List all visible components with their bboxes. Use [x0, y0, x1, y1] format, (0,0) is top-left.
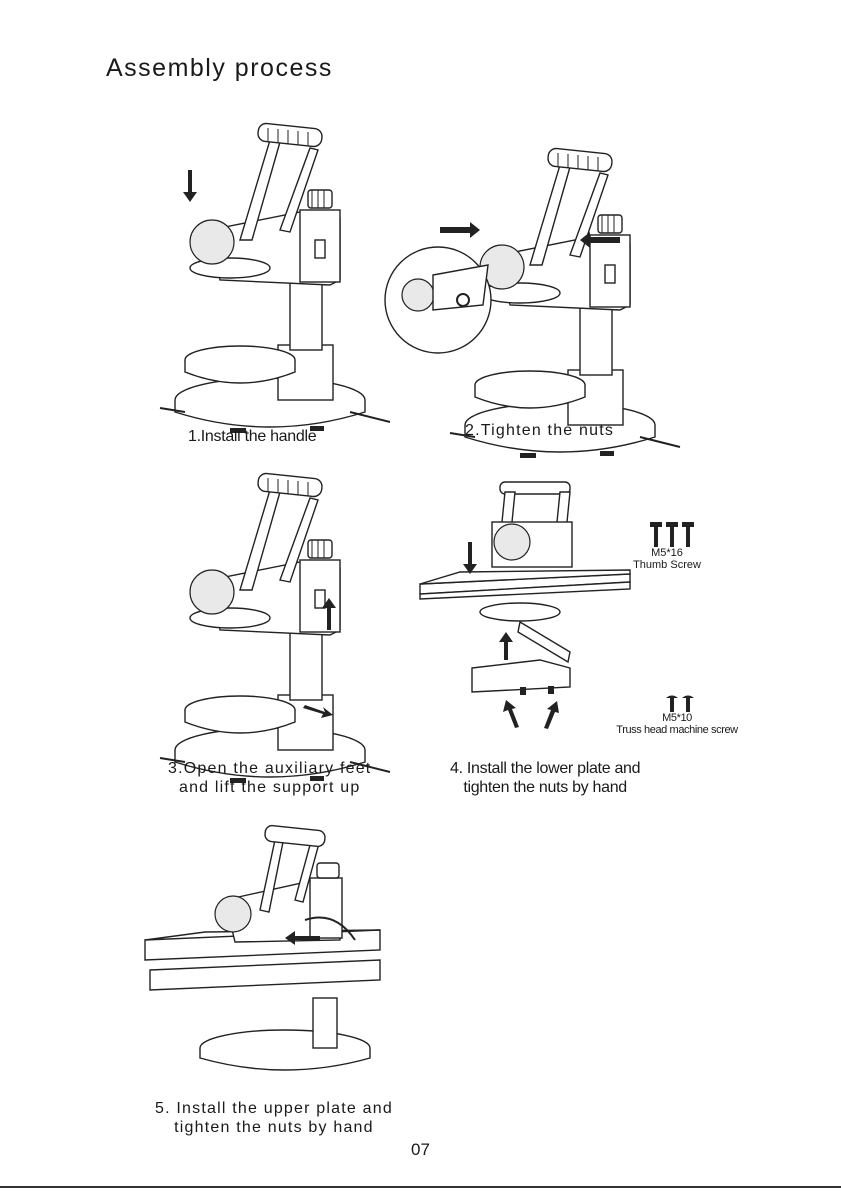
down-arrow-icon — [183, 170, 197, 202]
step-3-illustration — [190, 500, 390, 790]
thumb-screw-label: M5*16 Thumb Screw — [627, 547, 707, 571]
up-arrow-icon — [503, 700, 519, 728]
step-5-illustration — [145, 830, 385, 1070]
down-arrow-icon — [463, 542, 477, 574]
step-1-caption: 1.Install the handle — [188, 427, 316, 446]
page-title: Assembly process — [106, 54, 333, 83]
thumb-screw-icon — [650, 522, 700, 550]
up-arrow-icon — [499, 632, 513, 660]
step-1-illustration — [190, 150, 390, 440]
bottom-rule — [0, 1186, 841, 1188]
step-5-caption: 5. Install the upper plate and tighten t… — [155, 1099, 393, 1137]
zoom-detail-circle — [383, 245, 493, 355]
page-number: 07 — [411, 1140, 430, 1160]
up-arrow-icon — [544, 701, 559, 729]
step-2-caption: 2.Tighten the nuts — [465, 421, 614, 440]
truss-head-screw-icon — [666, 693, 698, 713]
step-3-caption: 3.Open the auxiliary feet and lift the s… — [168, 759, 371, 797]
step-4-caption: 4. Install the lower plate and tighten t… — [450, 759, 640, 797]
right-arrow-icon — [440, 222, 480, 238]
truss-head-screw-label: M5*10 Truss head machine screw — [612, 712, 742, 736]
step-4-illustration — [420, 482, 640, 742]
